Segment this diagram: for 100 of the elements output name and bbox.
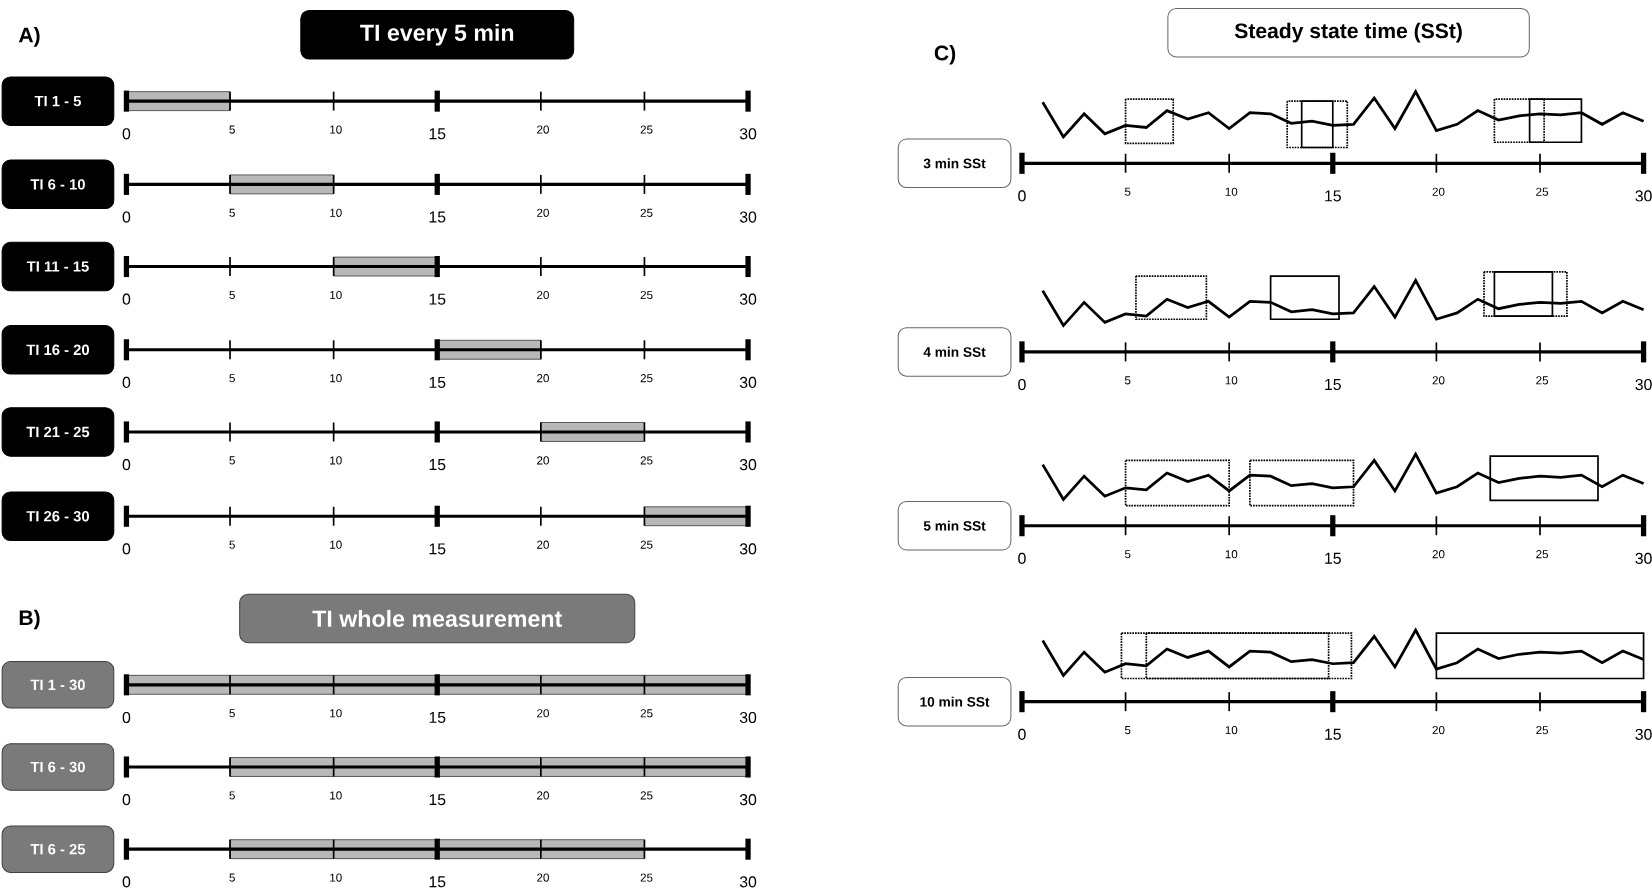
tick-label: 15	[429, 711, 446, 723]
tick-label: 15	[429, 211, 446, 223]
tick-label: 15	[1325, 379, 1341, 391]
tick-label: 5	[1124, 550, 1131, 559]
tick-label: 20	[537, 456, 549, 465]
label-box: 10 min SSt	[897, 676, 1012, 727]
tick-label: 20	[537, 208, 549, 217]
tick-label: 5	[229, 290, 235, 300]
tick-label: 0	[122, 459, 131, 471]
tick-label: 25	[640, 709, 653, 718]
tick-label: 10	[330, 290, 342, 300]
tick-label: 15	[1325, 552, 1341, 564]
tick-label: 5	[1124, 726, 1131, 735]
tick-label: 30	[1635, 190, 1652, 202]
tick-label: 20	[537, 873, 549, 882]
tick-label: 30	[739, 459, 757, 471]
tick-label: 0	[1018, 552, 1026, 564]
tick-label: 5	[229, 540, 235, 549]
label-box: TI 11 - 15	[1, 241, 115, 292]
tick-label: 5	[229, 456, 235, 465]
label-box: TI 6 - 30	[1, 743, 115, 791]
tick-label: 30	[739, 128, 757, 140]
label-box: TI 16 - 20	[1, 325, 115, 375]
tick-label: 20	[537, 290, 549, 300]
tick-label: 15	[429, 459, 446, 471]
tick-label: 30	[739, 876, 757, 888]
tick-label: 10	[330, 374, 342, 383]
panel-letter: A)	[18, 27, 40, 47]
tick-label: 30	[739, 293, 757, 305]
tick-label: 10	[330, 540, 342, 549]
label-box: 3 min SSt	[897, 138, 1012, 189]
tick-label: 10	[1225, 550, 1238, 559]
tick-label: 20	[1432, 726, 1445, 735]
tick-label: 20	[537, 709, 549, 718]
tick-label: 30	[739, 543, 757, 555]
label-box: TI 6 - 25	[1, 825, 115, 873]
tick-label: 10	[330, 125, 342, 134]
label-box: Steady state time (SSt)	[1167, 7, 1530, 58]
tick-label: 30	[739, 711, 757, 724]
tick-label: 10	[330, 208, 342, 217]
tick-label: 15	[429, 876, 446, 888]
tick-label: 5	[1124, 376, 1131, 385]
tick-label: 15	[429, 293, 446, 305]
tick-label: 0	[122, 794, 131, 806]
tick-label: 0	[122, 876, 131, 888]
tick-label: 0	[122, 293, 131, 305]
tick-label: 20	[1432, 187, 1445, 196]
tick-label: 25	[640, 125, 653, 134]
panel-letter: B)	[19, 609, 40, 630]
tick-label: 10	[1225, 726, 1238, 735]
tick-label: 0	[122, 211, 131, 223]
tick-label: 30	[739, 211, 757, 223]
tick-label: 5	[1124, 187, 1131, 196]
tick-label: 15	[429, 543, 446, 555]
tick-label: 25	[640, 540, 653, 549]
tick-label: 20	[1432, 550, 1445, 559]
tick-label: 0	[1018, 190, 1026, 202]
tick-label: 30	[739, 376, 757, 389]
label-box: TI 1 - 30	[1, 661, 115, 709]
tick-label: 15	[429, 794, 446, 806]
label-box: TI 21 - 25	[1, 407, 115, 457]
tick-label: 25	[640, 208, 653, 217]
label-box: 5 min SSt	[897, 501, 1012, 551]
tick-label: 0	[1018, 728, 1026, 740]
tick-label: 0	[122, 543, 131, 555]
tick-label: 15	[429, 376, 446, 388]
tick-label: 20	[537, 374, 549, 383]
label-box: 4 min SSt	[897, 327, 1012, 377]
tick-label: 10	[1225, 187, 1238, 196]
tick-label: 15	[1325, 728, 1341, 740]
tick-label: 5	[229, 709, 235, 718]
tick-label: 15	[1325, 190, 1341, 202]
tick-label: 20	[537, 540, 549, 549]
tick-label: 10	[1225, 376, 1238, 385]
tick-label: 25	[640, 290, 653, 300]
label-box: TI whole measurement	[239, 593, 636, 644]
label-box: TI 6 - 10	[1, 159, 115, 210]
tick-label: 5	[229, 208, 235, 217]
tick-label: 30	[739, 794, 757, 806]
tick-label: 15	[429, 128, 446, 140]
label-box: TI every 5 min	[300, 10, 575, 60]
tick-label: 20	[1432, 376, 1445, 385]
tick-label: 0	[122, 711, 131, 724]
tick-label: 25	[640, 791, 653, 800]
tick-label: 5	[229, 873, 235, 882]
tick-label: 20	[537, 791, 549, 800]
tick-label: 5	[229, 791, 235, 800]
tick-label: 0	[122, 376, 131, 389]
tick-label: 30	[1635, 378, 1652, 391]
tick-label: 25	[640, 456, 653, 465]
tick-label: 25	[640, 873, 653, 882]
tick-label: 25	[1536, 376, 1549, 385]
tick-label: 30	[1635, 728, 1652, 740]
panel-letter: C)	[934, 44, 956, 65]
tick-label: 25	[1536, 187, 1549, 196]
tick-label: 0	[1018, 378, 1026, 391]
tick-label: 20	[537, 125, 549, 134]
tick-label: 10	[330, 456, 342, 465]
tick-label: 10	[330, 709, 342, 718]
label-box: TI 1 - 5	[1, 76, 115, 126]
